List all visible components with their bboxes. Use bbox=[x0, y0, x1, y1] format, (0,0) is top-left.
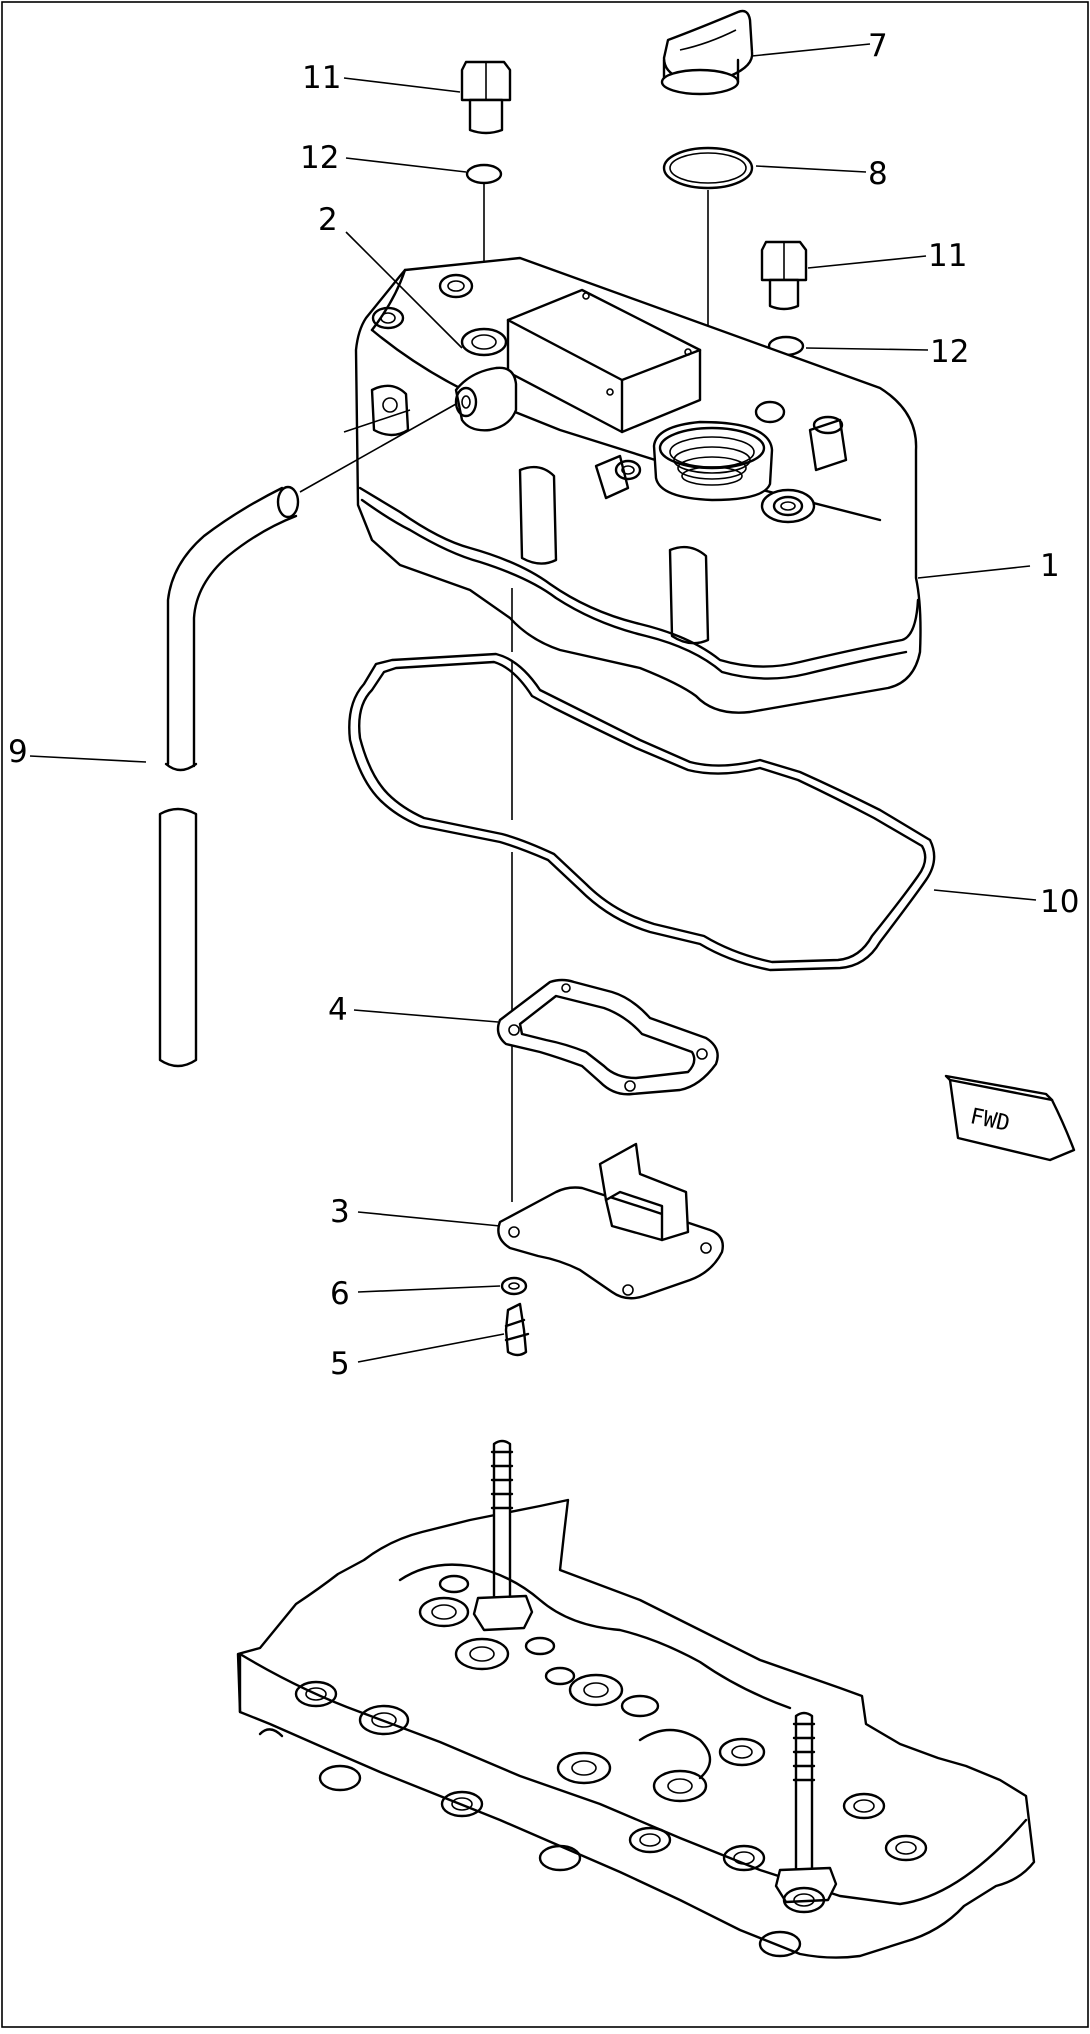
callout-4: 4 bbox=[328, 992, 348, 1028]
head-cover bbox=[354, 256, 922, 714]
leader-9 bbox=[29, 755, 147, 763]
callout-11-left: 11 bbox=[302, 60, 341, 96]
leader-6 bbox=[357, 1285, 501, 1293]
callout-8: 8 bbox=[868, 156, 888, 192]
cylinder-head bbox=[236, 1439, 1036, 1959]
screw-5 bbox=[504, 1302, 530, 1357]
washer-6 bbox=[500, 1276, 528, 1296]
leader-12-left bbox=[345, 157, 467, 173]
cover-gasket bbox=[348, 652, 936, 972]
bolt-11-left bbox=[460, 60, 512, 135]
leader-10 bbox=[933, 889, 1037, 901]
callout-1: 1 bbox=[1040, 548, 1060, 584]
leader-3 bbox=[357, 1211, 501, 1227]
callout-3: 3 bbox=[330, 1194, 350, 1230]
oil-filler-cap bbox=[660, 9, 754, 96]
o-ring-8 bbox=[662, 146, 754, 190]
o-ring-8-inner bbox=[669, 152, 747, 184]
bolt-11-right bbox=[760, 240, 808, 311]
callout-12-right: 12 bbox=[930, 334, 969, 370]
washer-6-hole bbox=[508, 1282, 520, 1290]
callout-5: 5 bbox=[330, 1346, 350, 1382]
washer-12-left bbox=[465, 163, 503, 185]
assembly-line-breather-b bbox=[343, 409, 411, 433]
leader-7 bbox=[751, 43, 871, 57]
plate-gasket-4 bbox=[496, 978, 719, 1096]
leader-12-right bbox=[805, 347, 929, 351]
callout-9: 9 bbox=[8, 734, 28, 770]
callout-6: 6 bbox=[330, 1276, 350, 1312]
leader-5 bbox=[357, 1333, 505, 1363]
breather-hose bbox=[158, 485, 300, 1068]
callout-7: 7 bbox=[868, 28, 888, 64]
leader-2 bbox=[345, 231, 463, 349]
leader-11-left bbox=[343, 77, 461, 93]
leader-4 bbox=[353, 1009, 499, 1023]
assembly-line-breather bbox=[299, 403, 457, 493]
forward-direction-badge: FWD bbox=[944, 1074, 1076, 1162]
leader-11-right bbox=[807, 255, 927, 269]
callout-11-right: 11 bbox=[928, 238, 967, 274]
callout-10: 10 bbox=[1040, 884, 1079, 920]
leader-8 bbox=[755, 165, 867, 173]
baffle-plate-3 bbox=[497, 1142, 724, 1300]
callout-2: 2 bbox=[318, 202, 338, 238]
leader-1 bbox=[917, 565, 1031, 579]
callout-12-left: 12 bbox=[300, 140, 339, 176]
